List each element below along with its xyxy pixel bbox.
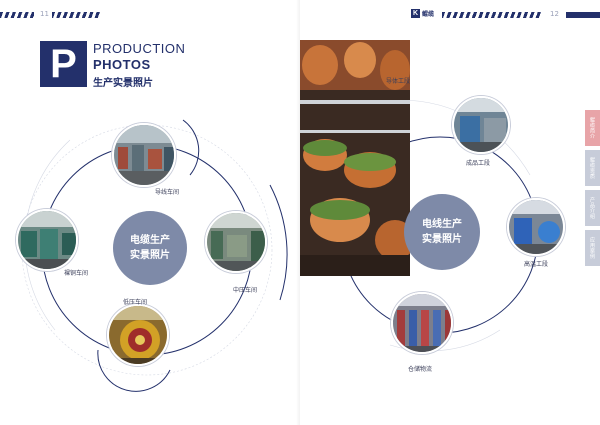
logo-text: 鲲缆 [422,11,435,18]
caption-left: 裸铜车间 [64,270,89,277]
photo-left [16,209,78,271]
hightemp-section-photo [509,200,563,254]
top-stripe-left [0,12,34,18]
title-en-line2: PHOTOS [93,57,151,72]
side-tab-3[interactable]: 产品介绍 [585,190,600,226]
caption-conductor: 导体工段 [386,78,411,85]
factory-photo-top [114,125,174,185]
warehouse-photo [393,294,451,352]
factory-photo-bottom [109,306,167,364]
caption-hightemp: 高温工段 [524,261,549,268]
photo-right [205,211,267,273]
wire-spool-photo [300,40,410,276]
photo-top [112,123,176,187]
center-disc-right: 电线生产 实景照片 [404,194,480,270]
center-line1-left: 电缆生产 [130,235,170,246]
center-line1-right: 电线生产 [422,219,462,230]
title-cn: 生产实景照片 [93,78,153,89]
photo-bottom [107,304,169,366]
caption-bottom: 低压车间 [123,299,148,306]
caption-top: 导线车间 [155,189,180,196]
top-stripe-right-solid [566,12,600,18]
factory-photo-right [207,213,265,271]
top-stripe-right [442,12,542,18]
page-number-right: 12 [550,10,559,18]
left-page: 11 P PRODUCTION PHOTOS 生产实景照片 电缆生产 实景照片 … [0,10,288,392]
title-en-line1: PRODUCTION [93,41,186,56]
center-disc-left: 电缆生产 实景照片 [113,211,187,285]
center-line2-right: 实景照片 [422,234,462,245]
title-badge: P [40,41,87,87]
side-tabs: 鲲缆简介 鲲缆资质 产品介绍 应用案例 [585,110,600,270]
top-stripe-left-2 [52,12,100,18]
side-tab-1[interactable]: 鲲缆简介 [585,110,600,146]
brand-logo: K 鲲缆 [411,9,434,18]
photo-warehouse [391,292,453,354]
logo-k-icon: K [411,9,420,18]
side-tab-2[interactable]: 鲲缆资质 [585,150,600,186]
right-page: K 鲲缆 12 电线生产 实景照片 导体 [300,0,600,425]
photo-hightemp [507,198,565,256]
caption-finished: 成品工段 [466,160,491,167]
page-number-left: 11 [40,10,49,18]
copper-spools-image [300,40,410,276]
caption-warehouse: 仓储物流 [408,366,433,373]
side-tab-4[interactable]: 应用案例 [585,230,600,266]
center-line2-left: 实景照片 [130,250,170,261]
factory-photo-left [18,211,76,269]
finished-section-photo [454,98,508,152]
photo-finished [452,96,510,154]
caption-right: 中压车间 [233,287,258,294]
